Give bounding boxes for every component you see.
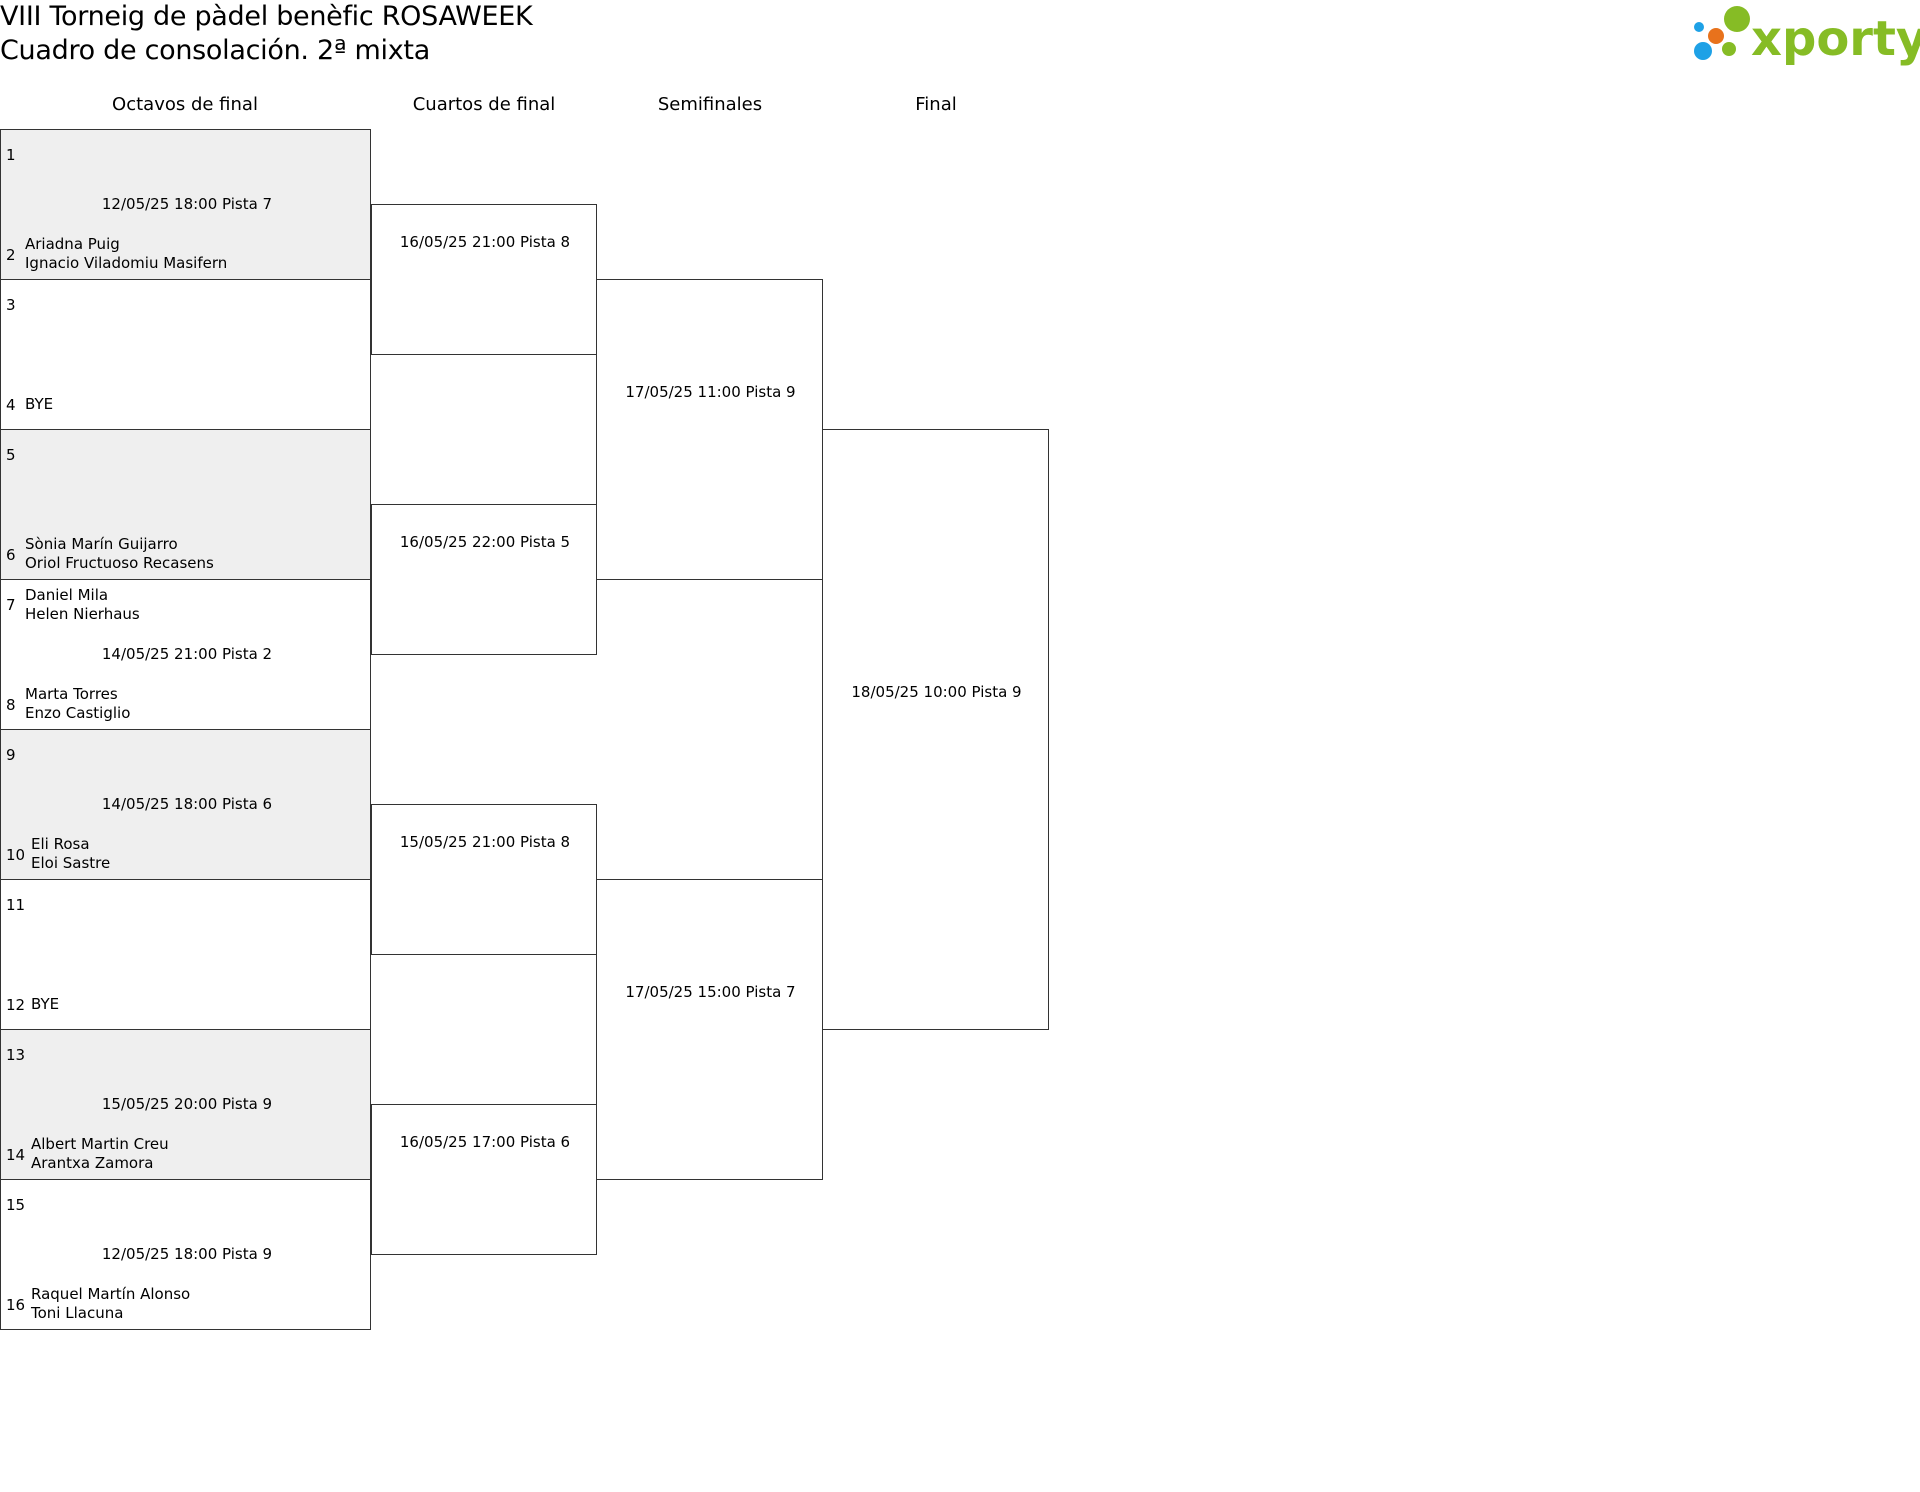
match-time: 14/05/25 18:00 Pista 6 (101, 795, 273, 813)
r16-match-2[interactable]: 3 4 BYE (0, 279, 371, 430)
qf-match-4[interactable]: 16/05/25 17:00 Pista 6 (371, 1104, 597, 1255)
tournament-title: VIII Torneig de pàdel benèfic ROSAWEEK (0, 1, 533, 32)
seed-number: 1 (6, 146, 16, 164)
round-header-sf: Semifinales (657, 94, 763, 115)
logo-wordmark: xporty (1751, 11, 1920, 67)
seed-number: 3 (6, 296, 16, 314)
seed-number: 15 (6, 1196, 26, 1214)
seed-number: 14 (6, 1146, 26, 1164)
player-name: Oriol Fructuoso Recasens (25, 554, 214, 572)
match-time: 12/05/25 18:00 Pista 9 (101, 1245, 273, 1263)
seed-number: 2 (6, 246, 16, 264)
player-name: Sònia Marín Guijarro (25, 535, 178, 553)
xporty-logo: xporty (1694, 6, 1920, 67)
sf-match-1[interactable]: 17/05/25 11:00 Pista 9 (596, 279, 823, 580)
player-name: Daniel Mila (25, 586, 109, 604)
qf-match-3[interactable]: 15/05/25 21:00 Pista 8 (371, 804, 597, 955)
final-match[interactable]: 18/05/25 10:00 Pista 9 (822, 429, 1049, 1030)
player-name: Eli Rosa (31, 835, 90, 853)
match-time: 14/05/25 21:00 Pista 2 (101, 645, 273, 663)
seed-number: 7 (6, 596, 16, 614)
match-time: 17/05/25 15:00 Pista 7 (625, 983, 796, 1001)
match-time: 16/05/25 21:00 Pista 8 (399, 233, 571, 251)
seed-number: 10 (6, 846, 26, 864)
seed-number: 16 (6, 1296, 26, 1314)
seed-number: 6 (6, 546, 16, 564)
small-green-dot-icon (1722, 42, 1736, 56)
small-blue-dot-icon (1694, 22, 1704, 32)
seed-number: 13 (6, 1046, 26, 1064)
player-name: Toni Llacuna (31, 1304, 124, 1322)
blue-dot-icon (1694, 42, 1712, 60)
player-name: Raquel Martín Alonso (31, 1285, 191, 1303)
player-name: Albert Martin Creu (31, 1135, 169, 1153)
sf-match-2[interactable]: 17/05/25 15:00 Pista 7 (596, 879, 823, 1180)
match-time: 17/05/25 11:00 Pista 9 (625, 383, 796, 401)
match-time: 15/05/25 20:00 Pista 9 (101, 1095, 273, 1113)
seed-number: 11 (6, 896, 26, 914)
seed-number: 9 (6, 746, 16, 764)
match-time: 16/05/25 17:00 Pista 6 (399, 1133, 571, 1151)
match-time: 15/05/25 21:00 Pista 8 (399, 833, 571, 851)
seed-number: 5 (6, 446, 16, 464)
player-name: Ariadna Puig (25, 235, 120, 253)
orange-dot-icon (1708, 28, 1724, 44)
seed-number: 12 (6, 996, 26, 1014)
draw-subtitle: Cuadro de consolación. 2ª mixta (0, 35, 430, 66)
match-time: 16/05/25 22:00 Pista 5 (399, 533, 571, 551)
green-dot-icon (1724, 6, 1750, 32)
match-time: 18/05/25 10:00 Pista 9 (851, 683, 1022, 701)
player-name: Helen Nierhaus (25, 605, 140, 623)
player-name: Arantxa Zamora (31, 1154, 154, 1172)
bye-label: BYE (31, 995, 60, 1013)
player-name: Ignacio Viladomiu Masifern (25, 254, 228, 272)
player-name: Enzo Castiglio (25, 704, 131, 722)
round-header-qf: Cuartos de final (412, 94, 556, 115)
round-header-r16: Octavos de final (112, 94, 258, 115)
qf-match-1[interactable]: 16/05/25 21:00 Pista 8 (371, 204, 597, 355)
qf-match-2[interactable]: 16/05/25 22:00 Pista 5 (371, 504, 597, 655)
bye-label: BYE (25, 395, 54, 413)
r16-match-6[interactable]: 11 12 BYE (0, 879, 371, 1030)
player-name: Eloi Sastre (31, 854, 111, 872)
seed-number: 4 (6, 396, 16, 414)
round-header-final: Final (915, 94, 957, 115)
seed-number: 8 (6, 696, 16, 714)
match-time: 12/05/25 18:00 Pista 7 (101, 195, 273, 213)
player-name: Marta Torres (25, 685, 118, 703)
